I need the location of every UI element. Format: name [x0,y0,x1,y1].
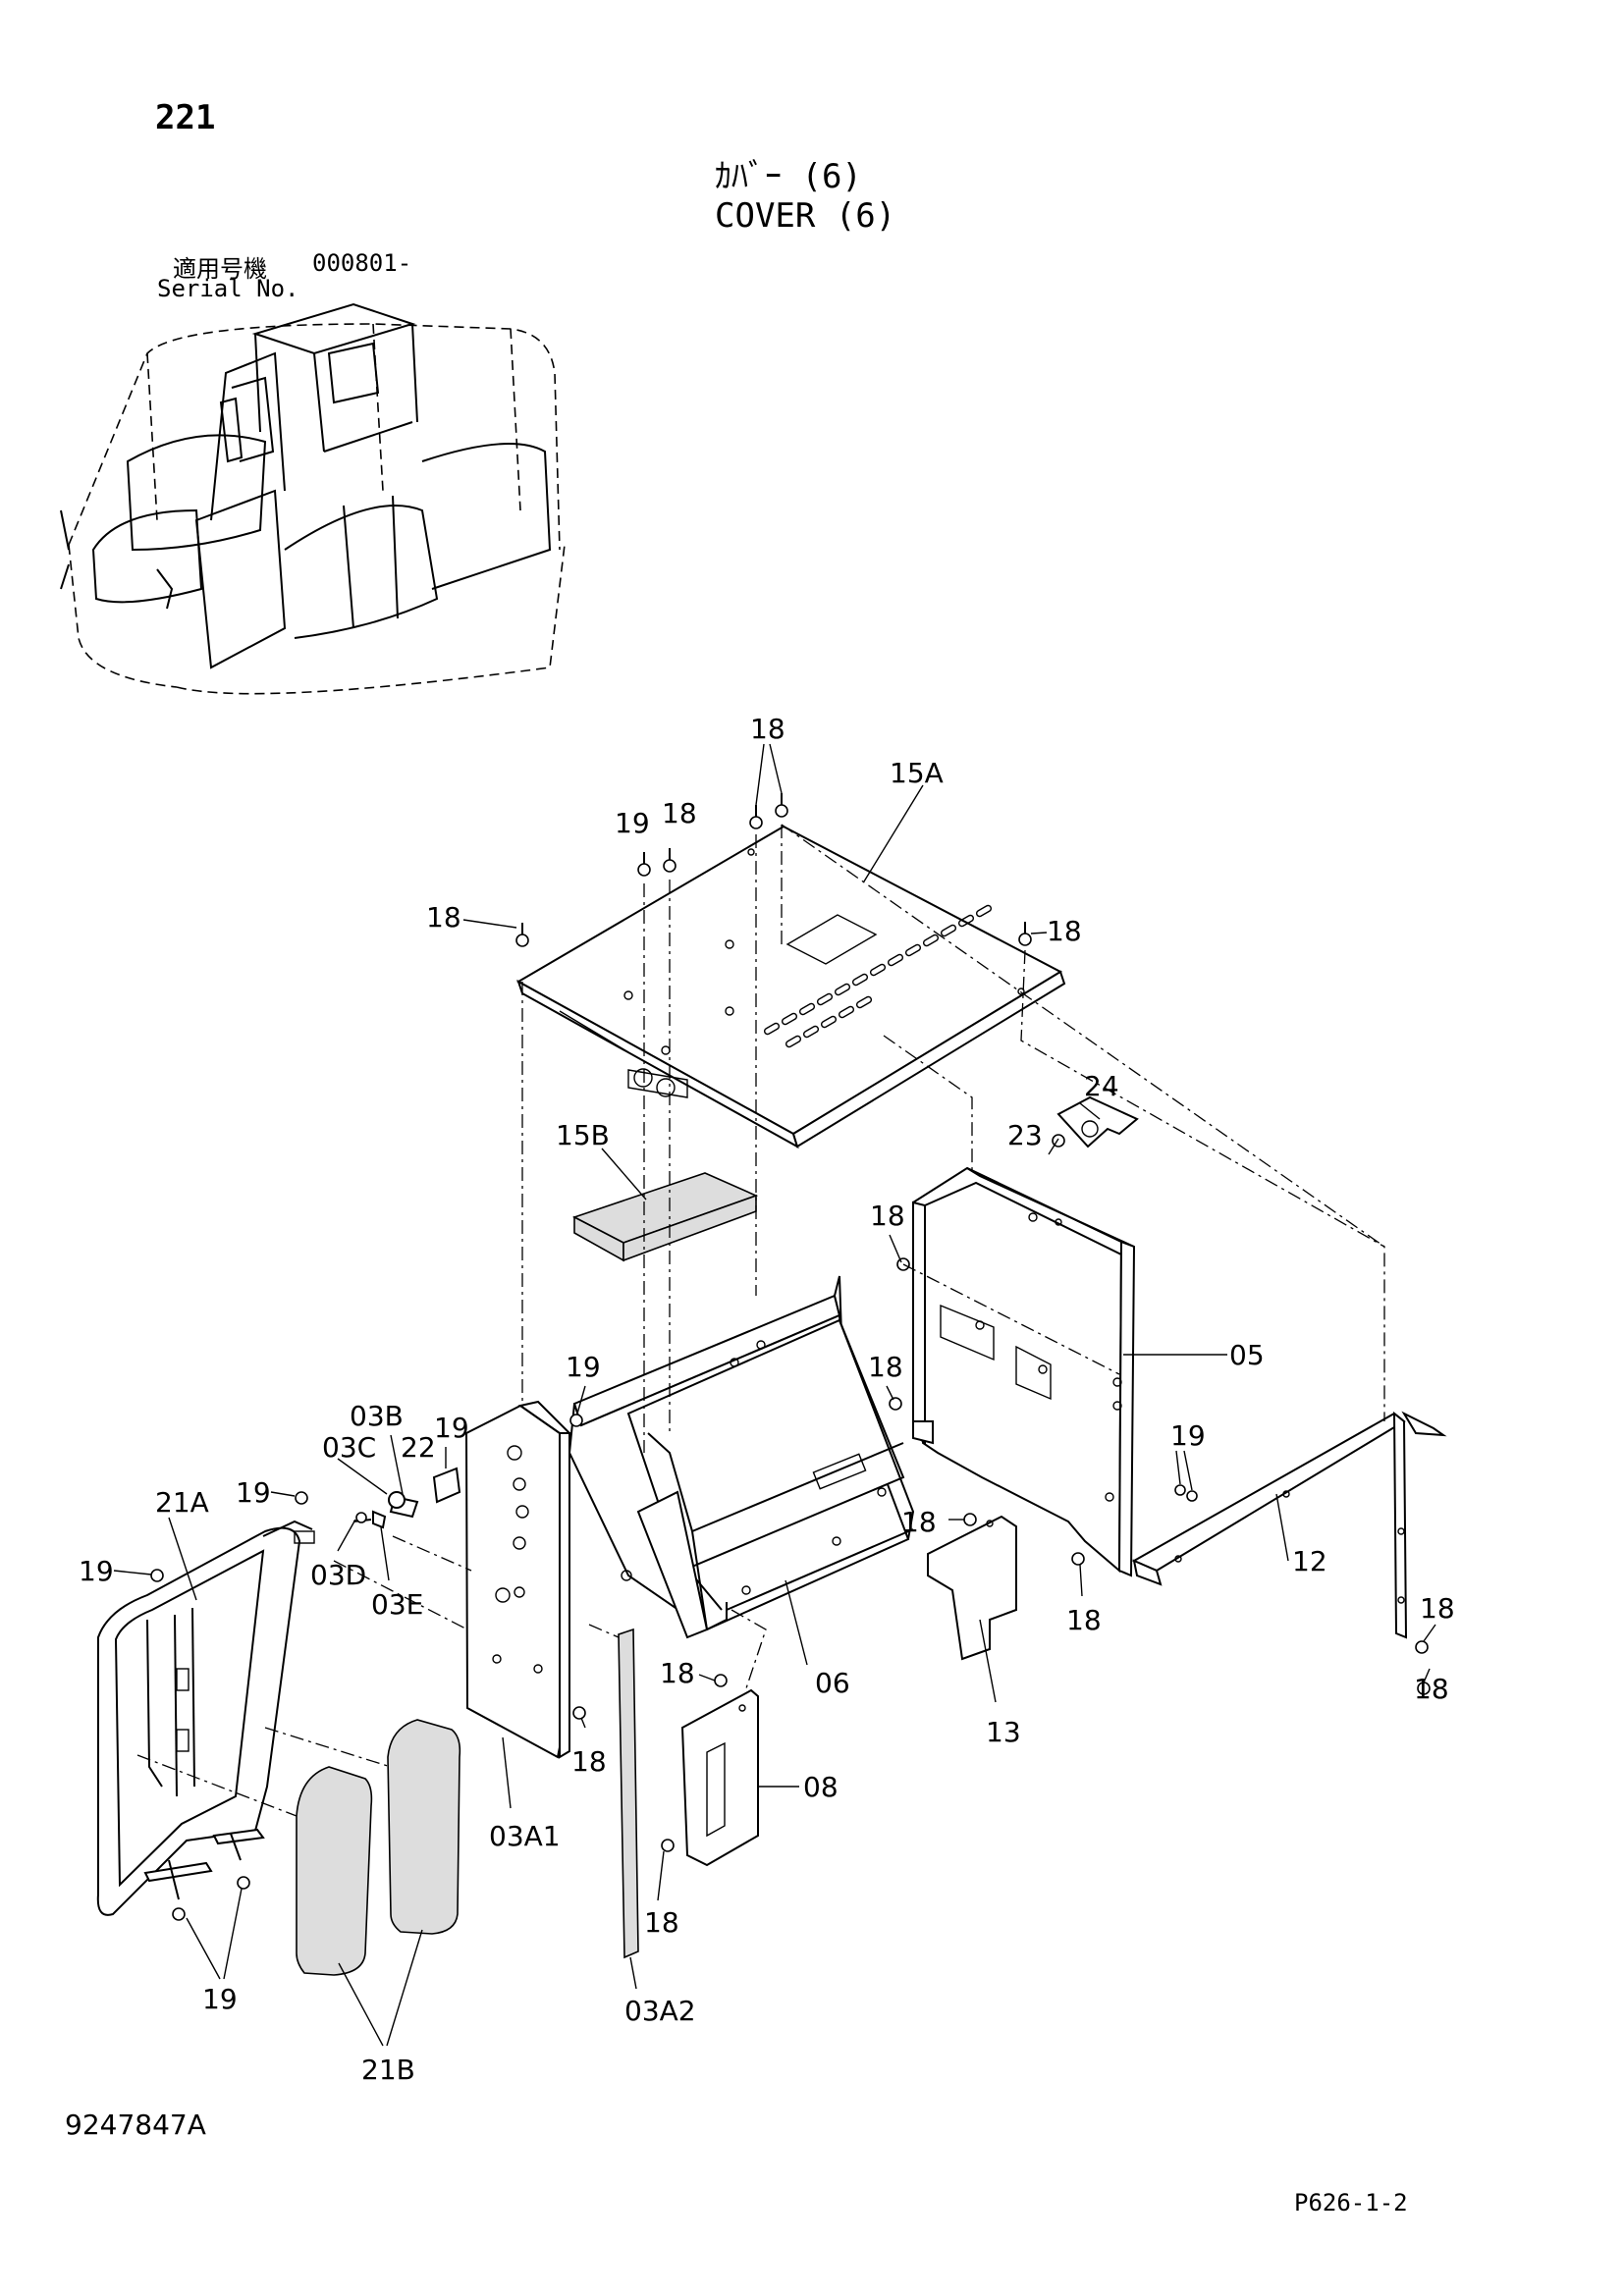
callout-18: 18 [1066,1604,1102,1636]
callout-15B: 15B [556,1119,610,1151]
callout-03A2: 03A2 [624,1995,696,2027]
part-12-rail [1131,1411,1447,1639]
callout-18: 18 [644,1906,679,1939]
part-08-bracket [680,1688,759,1867]
callout-03D: 03D [310,1559,366,1591]
serial-number-range: 000801- [312,249,412,277]
callout-03E: 03E [371,1588,423,1621]
small-hardware-parts [352,1467,461,1529]
part-21A-frame [96,1520,315,1916]
callout-12: 12 [1292,1545,1327,1577]
callout-19: 19 [434,1412,469,1444]
part-15A-top-cover [515,825,1066,1149]
callout-18: 18 [660,1657,695,1689]
serial-label-english: Serial No. [157,275,299,302]
serial-label-japanese: 適用号機 [173,255,267,283]
part-24-bracket [1056,1095,1139,1148]
callout-18: 18 [426,901,461,934]
callout-labels: 18 15A 19 18 18 18 24 23 15B 18 05 18 19… [79,713,1455,2086]
callout-18: 18 [571,1745,607,1778]
callout-15A: 15A [890,757,944,789]
part-06-main-box [568,1275,915,1639]
callout-13: 13 [986,1716,1021,1748]
callout-05: 05 [1229,1339,1265,1371]
callout-18: 18 [1420,1592,1455,1625]
callout-24: 24 [1084,1070,1119,1102]
callout-06: 06 [815,1667,850,1699]
bolts [150,793,1431,1921]
part-13-small-cover [927,1515,1017,1661]
callout-18: 18 [1414,1673,1449,1705]
page-code: P626-1-2 [1294,2189,1408,2216]
callout-18: 18 [662,797,697,829]
callout-18: 18 [870,1200,905,1232]
drawing-number: 9247847A [65,2109,206,2141]
part-03A1-side-panel [464,1400,572,1759]
leader-lines [113,743,1436,2047]
part-21B-pads [296,1719,461,1976]
part-15B-insulation-pad [571,1172,759,1262]
part-05-rear-panel [911,1166,1136,1577]
callout-18: 18 [901,1506,937,1538]
callout-21B: 21B [361,2054,415,2086]
callout-19: 19 [1170,1419,1206,1452]
callout-18: 18 [868,1351,903,1383]
page-number: 221 [155,98,216,137]
callout-18: 18 [1047,915,1082,947]
callout-03A1: 03A1 [489,1820,561,1852]
callout-22: 22 [401,1431,436,1464]
callout-19: 19 [615,807,650,839]
part-03C [388,1491,406,1509]
title-english: COVER (6) [715,196,896,236]
callout-03C: 03C [322,1431,376,1464]
callout-19: 19 [566,1351,601,1383]
callout-23: 23 [1007,1119,1043,1151]
alignment-lines [136,824,1385,1817]
callout-19: 19 [79,1555,114,1587]
callout-21A: 21A [155,1486,209,1519]
part-22 [432,1467,461,1504]
title-japanese: ｶﾊﾞｰ (6) [715,157,862,196]
callout-19: 19 [202,1983,238,2015]
callout-03B: 03B [350,1400,404,1432]
part-03A2-seal-strip [618,1628,639,1959]
callout-08: 08 [803,1771,839,1803]
part-03E [372,1510,387,1529]
callout-19: 19 [236,1476,271,1509]
machine-overview-inset [60,302,566,695]
callout-18: 18 [750,713,785,745]
